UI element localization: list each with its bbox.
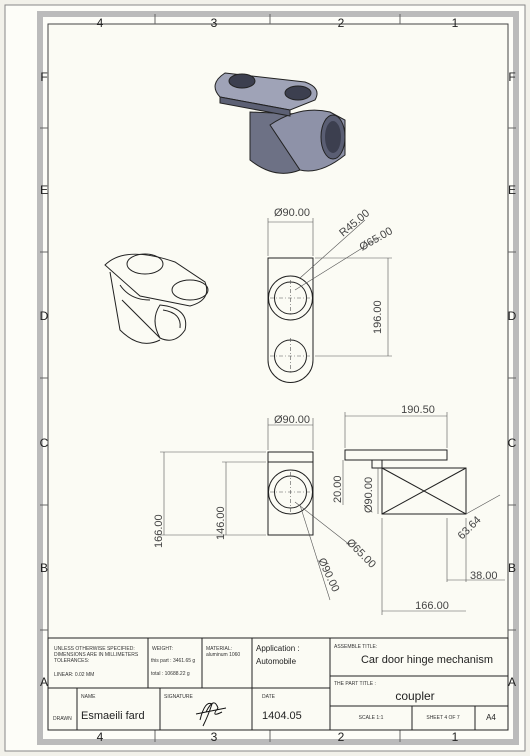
zone-col-bottom-2: 2 (338, 730, 345, 744)
zone-row-right-f: F (508, 70, 515, 84)
sheet-value: SHEET 4 OF 7 (426, 715, 459, 721)
name-value: Esmaeili fard (81, 710, 145, 722)
front-146-dimension: 146.00 (215, 506, 227, 540)
date-label: DATE (262, 694, 276, 700)
signature-label: SIGNATURE (164, 694, 193, 700)
front-view (160, 418, 351, 601)
zone-col-top-4: 4 (97, 16, 104, 30)
side-20-dimension: 20.00 (332, 475, 344, 503)
part-value: coupler (395, 689, 434, 703)
isometric-shaded-view (214, 72, 346, 174)
zone-row-right-c: C (508, 436, 517, 450)
front-166-dimension: 166.00 (153, 514, 165, 548)
top-dia-dimension: Ø90.00 (274, 207, 310, 219)
zone-row-left-c: C (40, 436, 49, 450)
material-label: MATERIAL: (206, 646, 232, 652)
zone-row-left-a: A (40, 675, 48, 689)
application-label: Application : (256, 644, 300, 653)
zone-row-left-d: D (40, 309, 49, 323)
material-value: aluminum 1060 (206, 652, 240, 658)
top-view (267, 218, 392, 383)
weight-part: this part : 3461.65 g (151, 658, 195, 664)
general-note-3: TOLERANCES: (54, 658, 89, 664)
zone-row-right-d: D (508, 309, 517, 323)
weight-label: WEIGHT: (152, 646, 173, 652)
size-value: A4 (486, 713, 496, 722)
side-dia-dimension: Ø90.00 (363, 477, 375, 513)
signature-mark (195, 702, 227, 727)
zone-row-right-a: A (508, 675, 516, 689)
zone-col-top-2: 2 (338, 16, 345, 30)
scale-value: SCALE 1:1 (359, 715, 384, 721)
general-note-1: UNLESS OTHERWISE SPECIFIED: (54, 646, 135, 652)
title-block (47, 637, 509, 731)
assembly-value: Car door hinge mechanism (361, 654, 493, 666)
general-note-4: LINEAR: 0.02 MM (54, 672, 94, 678)
zone-col-bottom-4: 4 (97, 730, 104, 744)
zone-row-left-e: E (40, 183, 48, 197)
zone-row-right-e: E (508, 183, 516, 197)
weight-total: total : 10688.22 g (151, 671, 190, 677)
side-166-dimension: 166.00 (415, 600, 449, 612)
zone-col-top-1: 1 (452, 16, 459, 30)
drawn-label: DRAWN (53, 716, 72, 722)
zone-col-bottom-1: 1 (452, 730, 459, 744)
part-label: THE PART TITLE : (334, 681, 376, 687)
zone-col-top-3: 3 (211, 16, 218, 30)
general-note-2: DIMENSIONS ARE IN MILLIMETERS (54, 652, 139, 658)
assembly-label: ASSEMBLE TITLE: (334, 644, 377, 650)
zone-col-bottom-3: 3 (211, 730, 218, 744)
side-width-dimension: 190.50 (401, 404, 435, 416)
zone-row-left-b: B (40, 561, 48, 575)
side-38-dimension: 38.00 (470, 570, 498, 582)
side-view (342, 412, 505, 615)
name-label: NAME (81, 694, 96, 700)
front-dia-dimension: Ø90.00 (274, 414, 310, 426)
zone-row-right-b: B (508, 561, 516, 575)
top-length-dimension: 196.00 (372, 300, 384, 334)
isometric-wireframe-view (104, 253, 209, 344)
application-value: Automobile (256, 657, 297, 666)
zone-row-left-f: F (40, 70, 47, 84)
zone-ticks (40, 14, 516, 742)
date-value: 1404.05 (262, 710, 302, 722)
